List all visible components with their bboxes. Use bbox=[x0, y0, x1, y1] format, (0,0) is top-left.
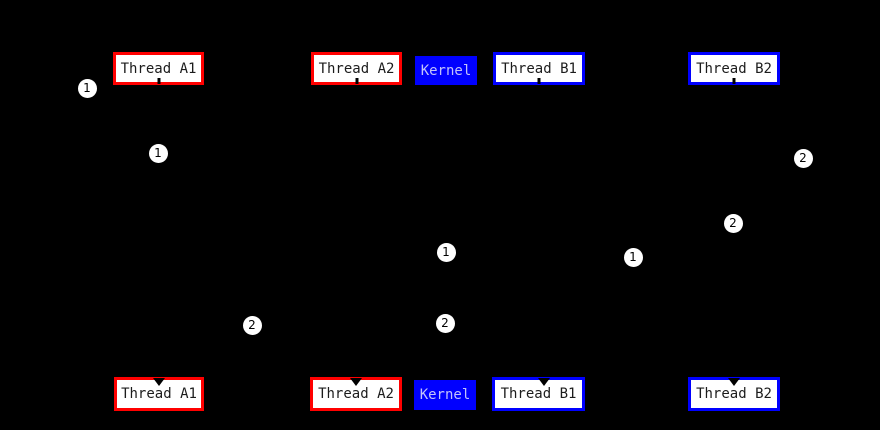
lifeline-tick bbox=[732, 78, 736, 84]
arrowhead-notch bbox=[350, 378, 362, 386]
bottom-box-kernel: Kernel bbox=[414, 380, 476, 410]
top-box-thread-b2: Thread B2 bbox=[688, 52, 780, 85]
bottom-box-thread-b1: Thread B1 bbox=[492, 377, 585, 411]
step-marker-1: 1 bbox=[77, 78, 97, 98]
arrowhead-notch bbox=[537, 378, 550, 386]
step-marker-1: 1 bbox=[623, 247, 643, 267]
step-marker-2: 2 bbox=[723, 213, 743, 233]
arrowhead-notch bbox=[728, 378, 740, 386]
box-label: Thread A1 bbox=[120, 60, 197, 77]
top-box-kernel: Kernel bbox=[415, 56, 477, 85]
box-label: Thread A1 bbox=[121, 386, 197, 402]
step-marker-1: 1 bbox=[436, 242, 456, 262]
lifeline-tick bbox=[355, 78, 358, 84]
lifeline-tick bbox=[537, 78, 541, 84]
step-marker-2: 2 bbox=[435, 313, 455, 333]
top-box-thread-b1: Thread B1 bbox=[493, 52, 585, 85]
box-label: Kernel bbox=[420, 62, 472, 79]
bottom-box-thread-b2: Thread B2 bbox=[688, 377, 780, 411]
lifeline-tick bbox=[157, 78, 160, 84]
step-marker-2: 2 bbox=[242, 315, 262, 335]
bottom-box-thread-a1: Thread A1 bbox=[114, 377, 204, 411]
box-label: Kernel bbox=[419, 387, 471, 403]
box-label: Thread B2 bbox=[696, 386, 772, 402]
top-box-thread-a1: Thread A1 bbox=[113, 52, 204, 85]
bottom-box-thread-a2: Thread A2 bbox=[310, 377, 402, 411]
box-label: Thread A2 bbox=[318, 60, 395, 77]
box-label: Thread B1 bbox=[500, 386, 577, 402]
step-marker-1: 1 bbox=[148, 143, 168, 163]
box-label: Thread B2 bbox=[696, 60, 772, 77]
box-label: Thread A2 bbox=[318, 386, 394, 402]
arrowhead-notch bbox=[153, 378, 165, 386]
top-box-thread-a2: Thread A2 bbox=[311, 52, 402, 85]
box-label: Thread B1 bbox=[501, 60, 577, 77]
step-marker-2: 2 bbox=[793, 148, 813, 168]
